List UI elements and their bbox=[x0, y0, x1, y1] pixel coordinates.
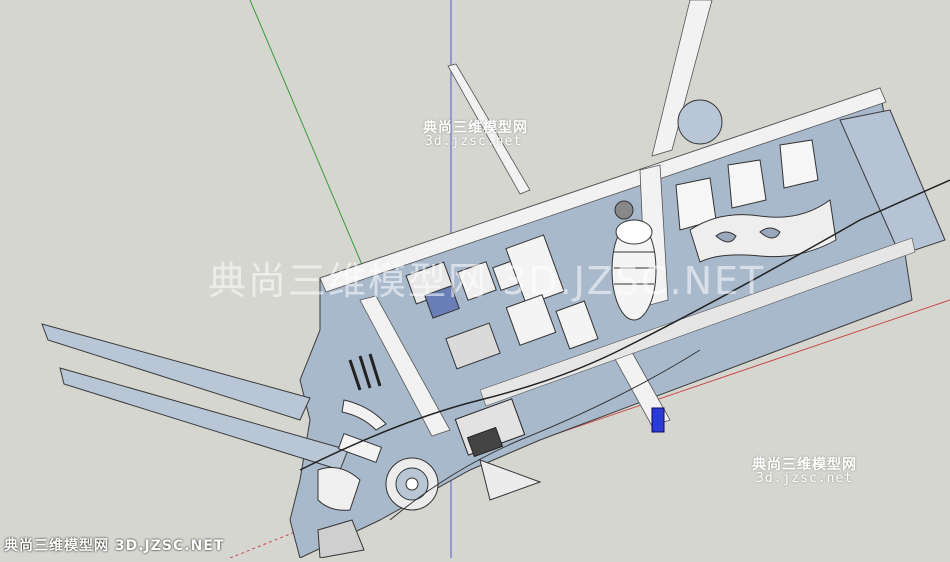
watermark-right-url: 3d.jzsc.net bbox=[756, 471, 854, 486]
east-wing-slab[interactable] bbox=[839, 109, 946, 256]
north-road-spur bbox=[651, 0, 713, 157]
left-runway-arm-upper[interactable] bbox=[41, 323, 311, 421]
central-station[interactable] bbox=[454, 398, 542, 501]
inner-road-diagonal bbox=[359, 295, 451, 437]
selected-object[interactable] bbox=[651, 407, 665, 433]
watermark-center-big: 典尚三维模型网 3D.JZSC.NET bbox=[208, 259, 766, 303]
watermark-right-title: 典尚三维模型网 bbox=[752, 457, 857, 473]
main-road-top bbox=[319, 87, 887, 293]
round-tower[interactable] bbox=[611, 200, 657, 321]
watermark-top-title: 典尚三维模型网 bbox=[423, 120, 528, 136]
watermark-bottom-left: 典尚三维模型网 3D.JZSC.NET bbox=[4, 538, 225, 554]
north-roundabout[interactable] bbox=[677, 99, 723, 145]
southwest-structure[interactable] bbox=[317, 467, 365, 559]
transit-line bbox=[299, 179, 950, 471]
watermark-top-url: 3d.jzsc.net bbox=[425, 134, 523, 149]
transit-line-2 bbox=[389, 349, 701, 521]
south-roundabout[interactable] bbox=[385, 457, 439, 511]
diagonal-road-north bbox=[447, 63, 531, 195]
sculptural-buildings-east[interactable] bbox=[675, 139, 837, 263]
building-cluster-center[interactable] bbox=[445, 234, 599, 370]
